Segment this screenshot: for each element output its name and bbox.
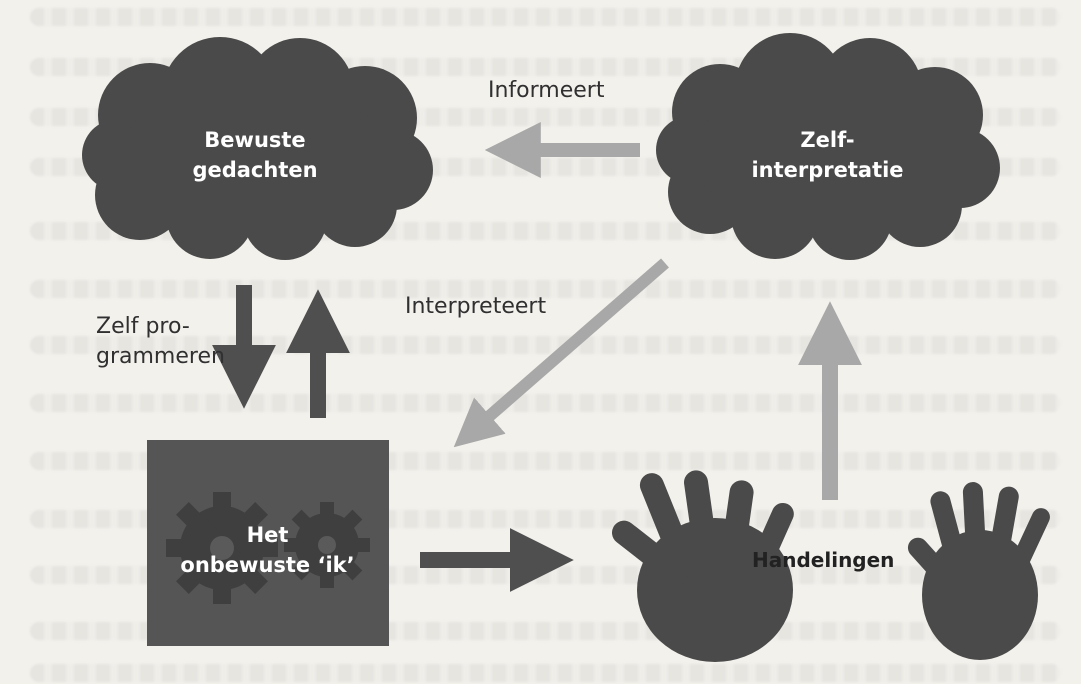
background-text-line xyxy=(30,8,1061,26)
hand-icon xyxy=(907,482,1050,660)
edge-label-self-programming: Zelf pro- grammeren xyxy=(96,314,225,369)
cloud-icon xyxy=(82,37,433,260)
background-text-line xyxy=(30,394,1061,412)
node-conscious-thoughts: Bewuste gedachten xyxy=(192,128,318,182)
interprets-arrow xyxy=(453,258,669,448)
node-self-interpretation: Zelf- interpretatie xyxy=(751,128,904,182)
gear-icon xyxy=(284,502,370,588)
hand-icon xyxy=(611,470,794,662)
gear-icon xyxy=(166,492,278,604)
edge-label-informs: Informeert xyxy=(488,78,605,103)
edge-label-interprets: Interpreteert xyxy=(405,294,547,319)
background-text-line xyxy=(30,664,1061,682)
node-actions: Handelingen xyxy=(752,548,895,572)
node-unconscious-self: Het onbewuste ‘ik’ xyxy=(180,523,355,577)
cloud-icon xyxy=(656,33,1000,260)
